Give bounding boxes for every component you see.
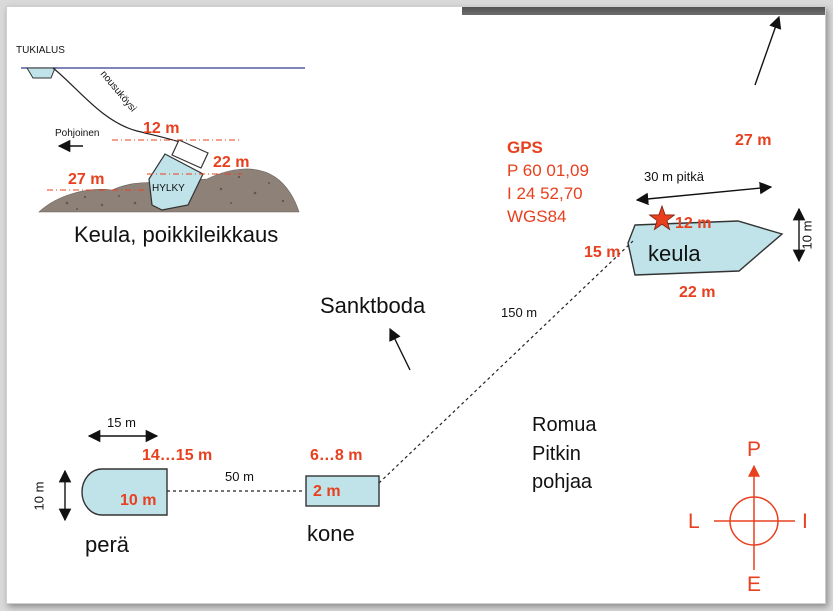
bow-width-label: 10 m xyxy=(799,220,815,250)
debris-line-2: Pitkin xyxy=(532,443,581,465)
support-vessel-icon xyxy=(26,67,56,79)
engine-depth-inside: 2 m xyxy=(313,483,341,500)
slide: nousuköysi TUKIALUS Pohjoinen 12 m 22 m … xyxy=(6,6,826,604)
engine-label: kone xyxy=(307,521,355,546)
photo-strip xyxy=(462,7,825,15)
compass-west-label: L xyxy=(688,510,700,533)
wreck-site-diagram: nousuköysi xyxy=(21,15,806,570)
support-vessel-label: TUKIALUS xyxy=(16,45,65,56)
stern-hull xyxy=(81,468,168,516)
debris-line-1: Romua xyxy=(532,414,597,436)
north-label: Pohjoinen xyxy=(55,128,100,139)
ascent-line-label: nousuköysi xyxy=(98,69,139,114)
bow-depth-south: 22 m xyxy=(679,284,716,301)
compass-south-label: E xyxy=(747,573,762,596)
distance-150m: 150 m xyxy=(501,305,538,320)
bow-depth-star: 12 m xyxy=(675,215,712,232)
gps-heading: GPS xyxy=(507,138,543,157)
ascent-line xyxy=(52,67,190,146)
stern-label: perä xyxy=(85,532,130,557)
north-direction-arrow xyxy=(754,15,782,86)
compass-rose-icon xyxy=(714,464,795,570)
gps-longitude: I 24 52,70 xyxy=(507,184,583,203)
seabed-texture xyxy=(65,175,285,210)
engine-block xyxy=(305,475,380,507)
stern-length-label: 15 m xyxy=(107,415,136,430)
engine-depth-range: 6…8 m xyxy=(310,447,363,464)
stern-depth-range: 14…15 m xyxy=(142,447,213,464)
inset-caption: Keula, poikkileikkaus xyxy=(74,222,279,247)
bow-depth-port: 15 m xyxy=(584,244,621,261)
inset-depth-27m: 27 m xyxy=(68,171,105,188)
compass-east-label: I xyxy=(802,510,808,533)
bow-length-label: 30 m pitkä xyxy=(644,169,704,184)
bow-hull xyxy=(627,220,784,276)
wreck-cabin xyxy=(171,139,209,169)
line-engine-to-bow xyxy=(378,240,634,484)
bow-depth-north: 27 m xyxy=(735,132,772,149)
gps-latitude: P 60 01,09 xyxy=(507,161,589,180)
cross-section-inset: nousuköysi xyxy=(21,67,305,213)
stern-depth-inside: 10 m xyxy=(120,492,157,509)
stern-width-label: 10 m xyxy=(31,481,47,511)
bow-label: keula xyxy=(648,241,701,266)
sanktboda-label: Sanktboda xyxy=(320,293,426,318)
inset-depth-12m: 12 m xyxy=(143,120,180,137)
inset-depth-22m: 22 m xyxy=(213,154,250,171)
bow-length-arrow xyxy=(635,181,773,206)
distance-50m: 50 m xyxy=(225,469,254,484)
debris-line-3: pohjaa xyxy=(532,471,593,493)
gps-datum: WGS84 xyxy=(507,207,567,226)
compass-north-label: P xyxy=(747,438,762,461)
sanktboda-direction-arrow xyxy=(389,327,411,371)
star-marker-icon xyxy=(648,204,676,231)
wreck-label: HYLKY xyxy=(152,183,185,194)
